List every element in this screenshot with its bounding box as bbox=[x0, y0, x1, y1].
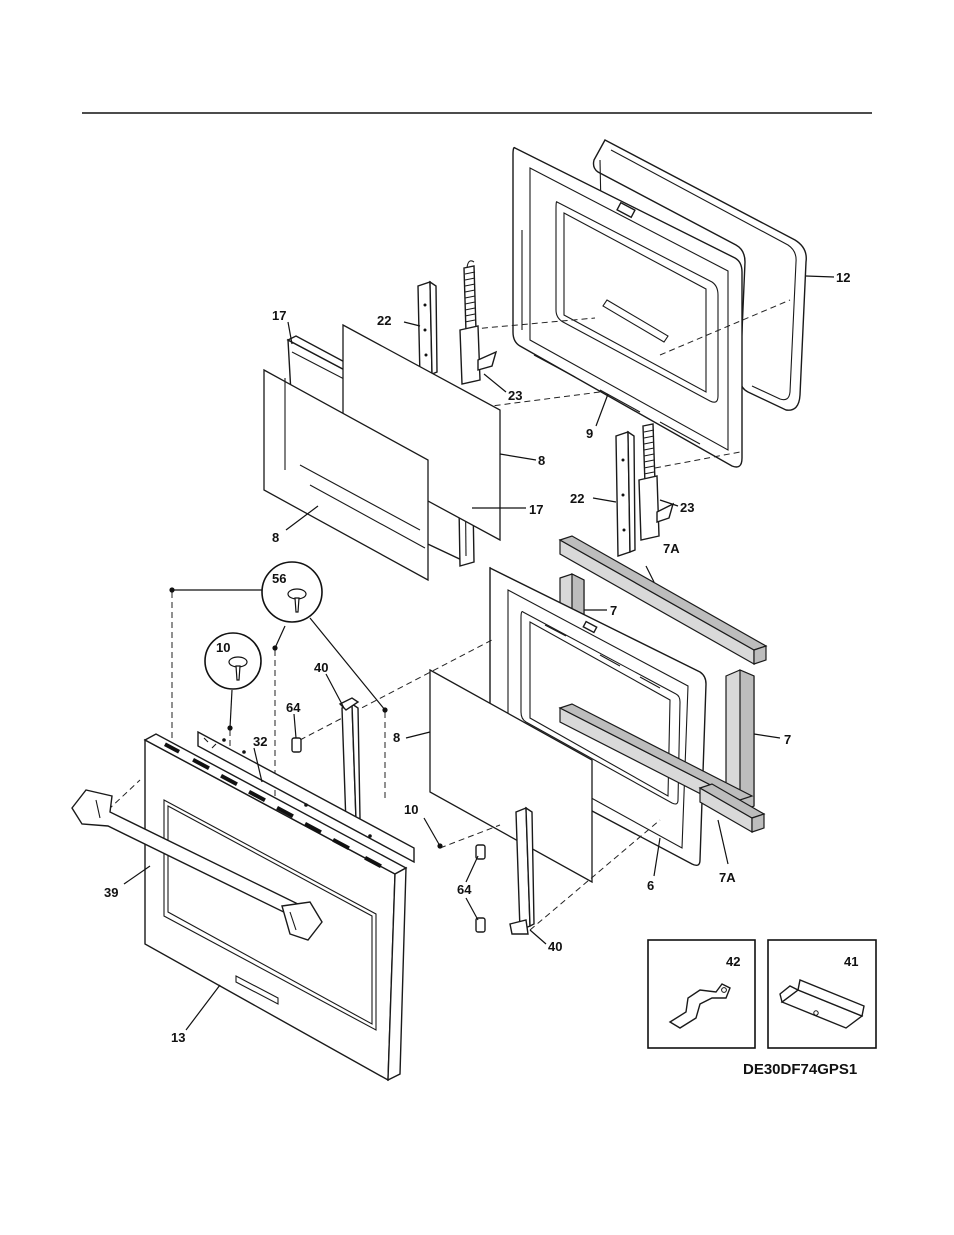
model-number: DE30DF74GPS1 bbox=[743, 1061, 857, 1078]
guide-line bbox=[654, 451, 741, 469]
part-9-inner-liner bbox=[512, 146, 743, 468]
callout-42: 42 bbox=[726, 954, 740, 969]
guide-line bbox=[107, 779, 141, 811]
callout-10-upper: 10 bbox=[216, 640, 230, 655]
part-8-glass-front bbox=[263, 368, 429, 582]
part-8-glass-middle bbox=[342, 323, 501, 542]
callout-8-lower-glass: 8 bbox=[393, 730, 400, 745]
callout-56: 56 bbox=[272, 571, 286, 586]
part-23-hinge-lower bbox=[638, 423, 675, 541]
part-56-screw-detail bbox=[172, 561, 386, 711]
callout-9: 9 bbox=[586, 426, 593, 441]
callout-12: 12 bbox=[836, 270, 850, 285]
callout-8-front-glass: 8 bbox=[272, 530, 279, 545]
part-7A-insulation-top bbox=[558, 535, 768, 666]
callout-7-top: 7 bbox=[610, 603, 617, 618]
leader-lines bbox=[123, 275, 835, 1031]
callout-8-upper: 8 bbox=[538, 453, 545, 468]
guide-line bbox=[529, 819, 661, 931]
part-39-handle bbox=[71, 789, 323, 941]
callout-40-right: 40 bbox=[548, 939, 562, 954]
part-32-mounting-plate bbox=[197, 730, 415, 864]
part-8-glass-lower bbox=[429, 668, 593, 884]
part-40-channel-left bbox=[338, 697, 361, 826]
callout-6: 6 bbox=[647, 878, 654, 893]
guide-line bbox=[439, 824, 501, 849]
part-7A-insulation-bottom bbox=[698, 783, 766, 834]
guide-line bbox=[659, 299, 791, 356]
part-23-hinge-upper bbox=[459, 260, 498, 385]
callout-22-lower: 22 bbox=[570, 491, 584, 506]
callout-64-right: 64 bbox=[457, 882, 472, 897]
part-22-hinge-receptacle-upper bbox=[417, 280, 438, 379]
part-64-clip-left bbox=[291, 737, 302, 753]
callout-41: 41 bbox=[844, 954, 858, 969]
inset-part-42 bbox=[647, 939, 756, 1049]
callout-7A-bottom: 7A bbox=[719, 870, 736, 885]
part-6-outer-liner bbox=[489, 566, 707, 867]
part-64-clips-right bbox=[475, 844, 486, 933]
callout-7-right: 7 bbox=[784, 732, 791, 747]
part-10-screw-detail bbox=[204, 632, 262, 729]
callout-22-upper: 22 bbox=[377, 313, 391, 328]
callout-32: 32 bbox=[253, 734, 267, 749]
callout-10-lower: 10 bbox=[404, 802, 418, 817]
callout-7A-top: 7A bbox=[663, 541, 680, 556]
callout-64-left: 64 bbox=[286, 700, 301, 715]
part-13-outer-door bbox=[143, 733, 408, 1082]
callout-13: 13 bbox=[171, 1030, 185, 1045]
callout-23-lower: 23 bbox=[680, 500, 694, 515]
callout-17-lower: 17 bbox=[529, 502, 543, 517]
inset-part-41 bbox=[767, 939, 877, 1049]
guide-line bbox=[299, 639, 493, 741]
callout-17-upper: 17 bbox=[272, 308, 286, 323]
guide-line bbox=[461, 317, 596, 331]
callout-39: 39 bbox=[104, 885, 118, 900]
part-22-hinge-receptacle-lower bbox=[615, 430, 636, 557]
callout-40-left: 40 bbox=[314, 660, 328, 675]
part-7-insulation-right bbox=[725, 669, 755, 813]
callout-23-upper: 23 bbox=[508, 388, 522, 403]
guide-line bbox=[444, 391, 601, 413]
part-40-channel-right bbox=[509, 806, 535, 935]
